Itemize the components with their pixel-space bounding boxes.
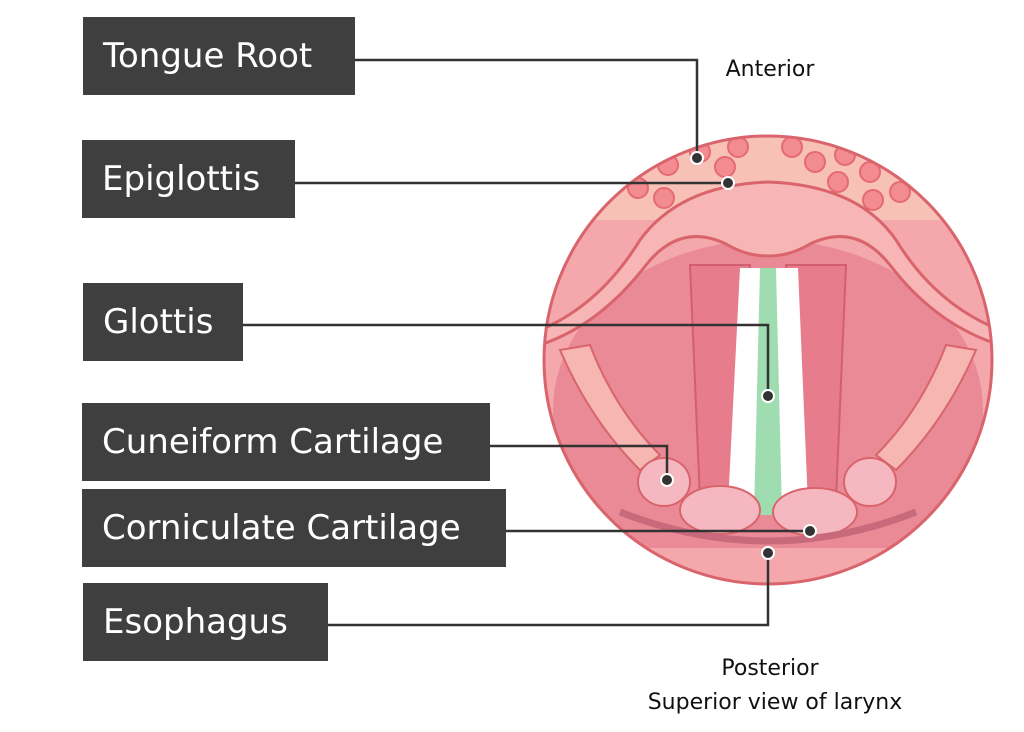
label-tongue-root: Tongue Root xyxy=(83,17,355,95)
caption-anterior: Anterior xyxy=(725,57,815,82)
label-corniculate-cartilage: Corniculate Cartilage xyxy=(82,489,506,567)
leader-cuneiform xyxy=(490,444,669,480)
epiglottis-shape xyxy=(544,180,992,348)
left-corniculate xyxy=(679,485,761,535)
leader-lines xyxy=(243,58,810,627)
right-cuneiform xyxy=(843,457,897,507)
leader-esophagus xyxy=(328,553,770,627)
leader-tongue-root xyxy=(355,58,699,158)
caption-posterior: Posterior xyxy=(721,656,819,681)
label-esophagus: Esophagus xyxy=(83,583,328,661)
caption-view: Superior view of larynx xyxy=(647,690,903,715)
label-cuneiform-cartilage: Cuneiform Cartilage xyxy=(82,403,490,481)
leader-dots xyxy=(660,151,817,560)
label-epiglottis: Epiglottis xyxy=(82,140,295,218)
esophagus-band xyxy=(618,508,918,545)
label-glottis: Glottis xyxy=(83,283,243,361)
leader-glottis xyxy=(243,323,770,396)
